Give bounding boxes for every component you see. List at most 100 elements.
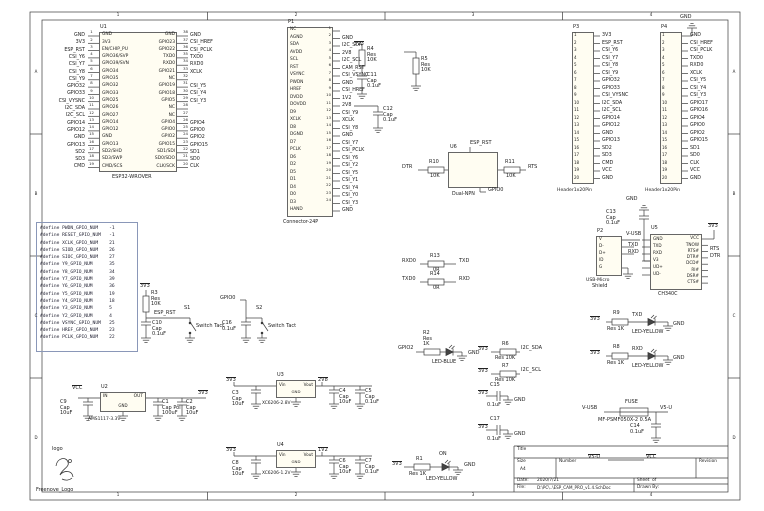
u1-left-pin-name: GND (102, 134, 113, 140)
define-line: #define Y5_GPIO_NUM 19 (40, 291, 115, 297)
r9-val: Res 1K (607, 326, 624, 332)
p4-net: RXD0 (690, 63, 704, 68)
p1-pin-name: D3 (290, 199, 297, 205)
pwr-3v3-u3: 3V3 (226, 377, 236, 383)
drawn-by-label: Drawn By: (637, 484, 659, 490)
net-rxd-r14: RXD (459, 276, 470, 282)
u1-right-pin-name: GPIO0 (161, 127, 175, 133)
p1-net: CSI_Y7 (342, 140, 359, 146)
gnd-c15-label: GND (514, 397, 526, 403)
resistor-symbol (503, 166, 521, 174)
gnd-symbol (118, 415, 128, 421)
zone-row-l-1: A (34, 69, 38, 74)
u5-left-pin-name: RXD (653, 250, 663, 256)
c9-label: C9 Cap 10uF (60, 399, 73, 417)
capacitor-symbol (251, 389, 261, 394)
c14-label: C14 0.1uF (630, 423, 644, 435)
u2-pin-in: IN (103, 394, 108, 399)
p1-pin-name: AGND (290, 34, 303, 40)
u1-left-net: CSI_Y8 (68, 69, 85, 75)
p2-pin-name: D- (599, 243, 604, 249)
p4-net: VCC (690, 168, 700, 173)
p4-pin-number: 1 (662, 32, 665, 38)
p1-pin-name: D6 (290, 154, 297, 160)
zone-col-4: 4 (649, 11, 653, 17)
p1-net: CSI_Y6 (342, 155, 359, 161)
u2-pin-gnd: GND (118, 403, 128, 408)
c15-val: 0.1uF (487, 402, 501, 408)
sheet-label: Sheet of (637, 478, 657, 483)
u1-right-pin-number: 25 (183, 124, 188, 130)
u1-right-pin-name: GPIO18 (158, 90, 175, 96)
u1-left-net: I2C_SDA (64, 106, 85, 111)
p3-net: CSI_Y8 (602, 63, 619, 68)
p1-pin-name: XCLK (290, 117, 301, 123)
u5-right-pin-name: RTS# (687, 247, 699, 253)
p4-pin-number: 18 (662, 159, 668, 165)
define-line: #define Y4_GPIO_NUM 18 (40, 298, 115, 304)
p2-refdes: P2 (597, 228, 604, 234)
resistor-symbol (427, 260, 445, 268)
u1-right-net: GPIO15 (190, 142, 208, 148)
zone-row-r-4: D (732, 435, 736, 440)
p4-net: SD1 (690, 145, 700, 151)
u4-pin-out: Vout (303, 452, 313, 457)
p3-net: CSI_Y6 (602, 48, 619, 53)
c2-label: C2 Cap 10uF (186, 399, 199, 417)
p1-pin-number: 11 (326, 99, 331, 105)
net-i2c-sda: I2C_SDA (521, 345, 543, 351)
p3-pin-number: 8 (574, 84, 577, 90)
gnd-symbol (503, 433, 513, 439)
p4-pin-number: 3 (662, 47, 665, 53)
p3-net: VCC (602, 168, 612, 173)
p4-net: GND (690, 175, 701, 181)
u1-left-net: GND (74, 33, 85, 38)
u1-left-net: GPIO32 (67, 84, 85, 90)
p4-header-box (660, 32, 682, 184)
define-line: #define PWDN_GPIO_NUM -1 (40, 226, 115, 231)
p1-pin-number: 22 (326, 182, 331, 188)
p3-pin-number: 11 (574, 107, 580, 113)
u5-left-pin-name: UD- (653, 271, 661, 277)
u2-pin-out: OUT (133, 394, 143, 399)
net-gpio2: GPIO2 (398, 345, 414, 351)
u1-right-pin-number: 30 (183, 87, 188, 93)
p3-net: CMD (602, 160, 614, 166)
file-value: D:\PC\..\ESP_CAM_PRO_v1.4.SchDoc (537, 484, 611, 490)
zone-col-b-1: 1 (116, 492, 120, 498)
date-label: Date: (517, 478, 529, 483)
gnd-symbol (251, 473, 261, 479)
capacitor-symbol (241, 321, 251, 326)
gnd-symbol (251, 403, 261, 409)
u5-right-pin-name: VCC (690, 235, 699, 241)
p1-net: GND (342, 208, 353, 213)
led-rxd-val: LED-YELLOW (632, 363, 664, 369)
led-txd-val: LED-YELLOW (632, 329, 664, 335)
logo-name: Freenove_Logo (36, 487, 74, 493)
u1-right-pin-name: GPIO15 (158, 141, 175, 147)
p1-pin-name: DGND (290, 132, 304, 138)
fuse-ref: FUSE (625, 399, 638, 405)
p1-net: CSI_Y4 (342, 185, 359, 191)
r8-ref: R8 (613, 344, 620, 350)
p1-pin-name: D8 (290, 124, 297, 130)
p1-net: CSI_PCLK (342, 148, 365, 153)
u1-left-net: CMD (73, 164, 85, 170)
gnd-symbol (373, 127, 383, 133)
u1-left-pin-name: GPIO34 (102, 68, 119, 74)
p1-net: CSI_HREF (342, 88, 365, 93)
led-symbol (441, 459, 451, 472)
c3-label: C3 Cap 10uF (232, 390, 245, 408)
capacitor-symbol (373, 111, 383, 116)
u1-value: ESP32-WROVER (112, 174, 152, 180)
p1-net: 2V8 (342, 103, 352, 108)
u5-ch340c-box (650, 234, 702, 290)
net-v5u-2: V5-U (588, 454, 601, 460)
u1-right-pin-name: GPIO5 (161, 97, 175, 103)
capacitor-symbol (355, 459, 365, 464)
u1-left-net: CSI_Y7 (68, 62, 85, 68)
led-symbol (647, 348, 657, 361)
p1-pin-name: PWDN (290, 79, 304, 85)
define-line: #define Y7_GPIO_NUM 39 (40, 277, 115, 283)
